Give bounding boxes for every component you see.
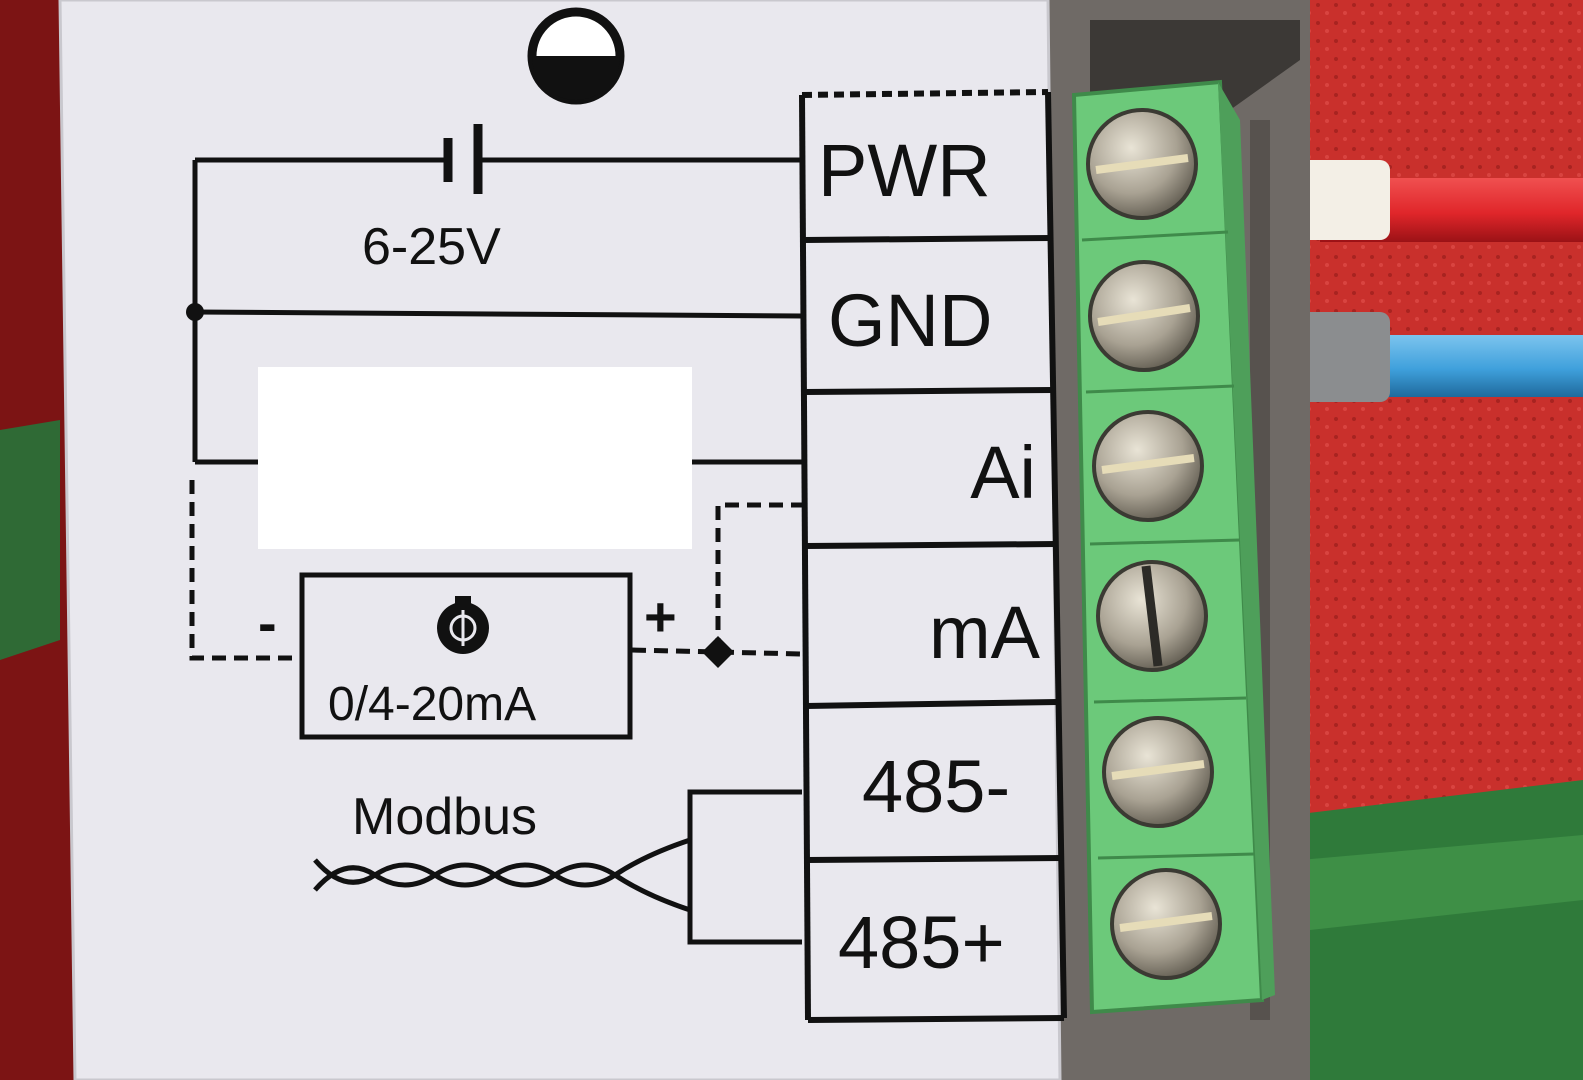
battery-symbol-icon: [443, 124, 483, 194]
terminal-label-485-plus: 485+: [838, 901, 1005, 984]
half-filled-circle-icon: [527, 7, 625, 105]
junction-dot: [186, 303, 204, 321]
terminal-block: [1071, 79, 1275, 1015]
supply-voltage-label: 6-25V: [362, 218, 501, 276]
redacted-area: [258, 367, 692, 549]
sensor-plus-sign: +: [644, 585, 677, 648]
modbus-twisted-pair: [313, 837, 691, 913]
terminal-label-gnd: GND: [828, 279, 992, 362]
sensor-minus-sign: -: [258, 591, 277, 654]
screw-485-minus[interactable]: [1102, 716, 1214, 828]
junction-diamond: [702, 636, 734, 668]
terminal-label-ma: mA: [929, 591, 1041, 674]
modbus-label: Modbus: [352, 788, 537, 846]
screw-ai[interactable]: [1092, 410, 1204, 522]
terminal-label-ai: Ai: [970, 431, 1036, 514]
red-wire: [1250, 160, 1583, 242]
screw-gnd[interactable]: [1088, 260, 1200, 372]
terminal-label-485-minus: 485-: [862, 745, 1010, 828]
screw-pwr[interactable]: [1086, 108, 1198, 220]
pressure-sensor-icon: [437, 596, 489, 654]
terminal-label-pwr: PWR: [818, 129, 991, 212]
sensor-box: [299, 572, 633, 740]
screw-485-plus[interactable]: [1110, 868, 1222, 980]
terminal-table: [799, 89, 1067, 1023]
screw-ma[interactable]: [1096, 560, 1208, 672]
sensor-range-label: 0/4-20mA: [328, 678, 536, 731]
